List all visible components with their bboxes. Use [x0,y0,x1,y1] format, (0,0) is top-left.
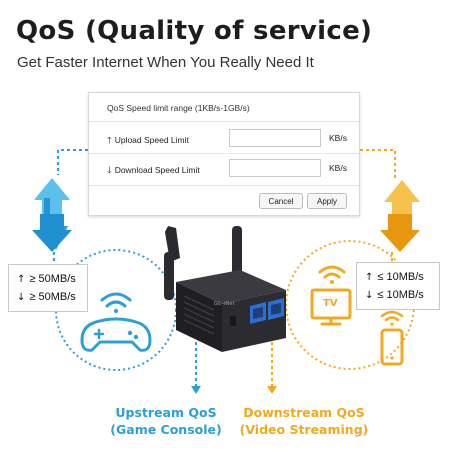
router-antenna [232,226,242,282]
divider [89,185,359,186]
page-subtitle: Get Faster Internet When You Really Need… [17,54,314,71]
smartphone-icon [380,328,404,366]
ethernet-port [250,302,266,324]
ethernet-port [268,298,284,320]
router-antenna [164,252,174,300]
download-unit-label: KB/s [329,163,347,173]
upstream-arrow-tip [191,386,201,394]
tv-wifi-icon [318,265,346,284]
divider [89,153,359,154]
up-arrow-icon: ↑ [17,274,26,285]
upload-unit-label: KB/s [329,133,347,143]
upstream-connector [53,149,197,390]
upload-limit-input[interactable] [229,129,321,147]
downstream-arrow-tip [267,386,277,394]
downstream-upload-speed: ↑≤ 10MB/s [365,271,424,283]
download-limit-label: 🡓Download Speed Limit [107,165,200,176]
downstream-download-speed: ↓≤ 10MB/s [365,289,424,301]
downstream-connector [271,149,396,390]
gamepad-icon [80,317,152,352]
downstream-caption: Downstream QoS (Video Streaming) [239,405,369,437]
wifi-icon [100,292,132,313]
router-vents [183,295,215,335]
tv-label: TV [323,298,338,309]
apply-button[interactable]: Apply [307,193,347,209]
upload-arrow-icon: 🡑 [107,136,112,146]
upstream-caption: Upstream QoS (Game Console) [110,405,222,437]
download-limit-input[interactable] [229,159,321,177]
router-image [164,226,286,352]
upstream-speed-box: ↑≥ 50MB/s ↓≥ 50MB/s [8,264,88,312]
upstream-upload-speed: ↑≥ 50MB/s [17,273,76,285]
router-brand-label: GL·iNet [214,301,235,307]
divider [89,121,359,122]
usb-port [230,316,236,326]
panel-heading: QoS Speed limit range (1KB/s-1GB/s) [107,103,250,113]
phone-wifi-icon [380,310,404,326]
tv-icon [310,288,352,326]
downstream-speed-box: ↑≤ 10MB/s ↓≤ 10MB/s [356,262,440,310]
upstream-download-speed: ↓≥ 50MB/s [17,291,76,303]
qos-settings-panel: QoS Speed limit range (1KB/s-1GB/s) 🡑Upl… [88,92,360,216]
up-arrow-icon: ↑ [365,272,374,283]
download-arrow-icon: 🡓 [107,166,112,176]
cancel-button[interactable]: Cancel [259,193,303,209]
downstream-double-arrow-icon [380,180,420,252]
upstream-double-arrow-icon [32,178,72,252]
down-arrow-icon: ↓ [17,292,26,303]
page-title: QoS (Quality of service) [16,16,373,46]
down-arrow-icon: ↓ [365,290,374,301]
upload-limit-label: 🡑Upload Speed Limit [107,135,189,146]
